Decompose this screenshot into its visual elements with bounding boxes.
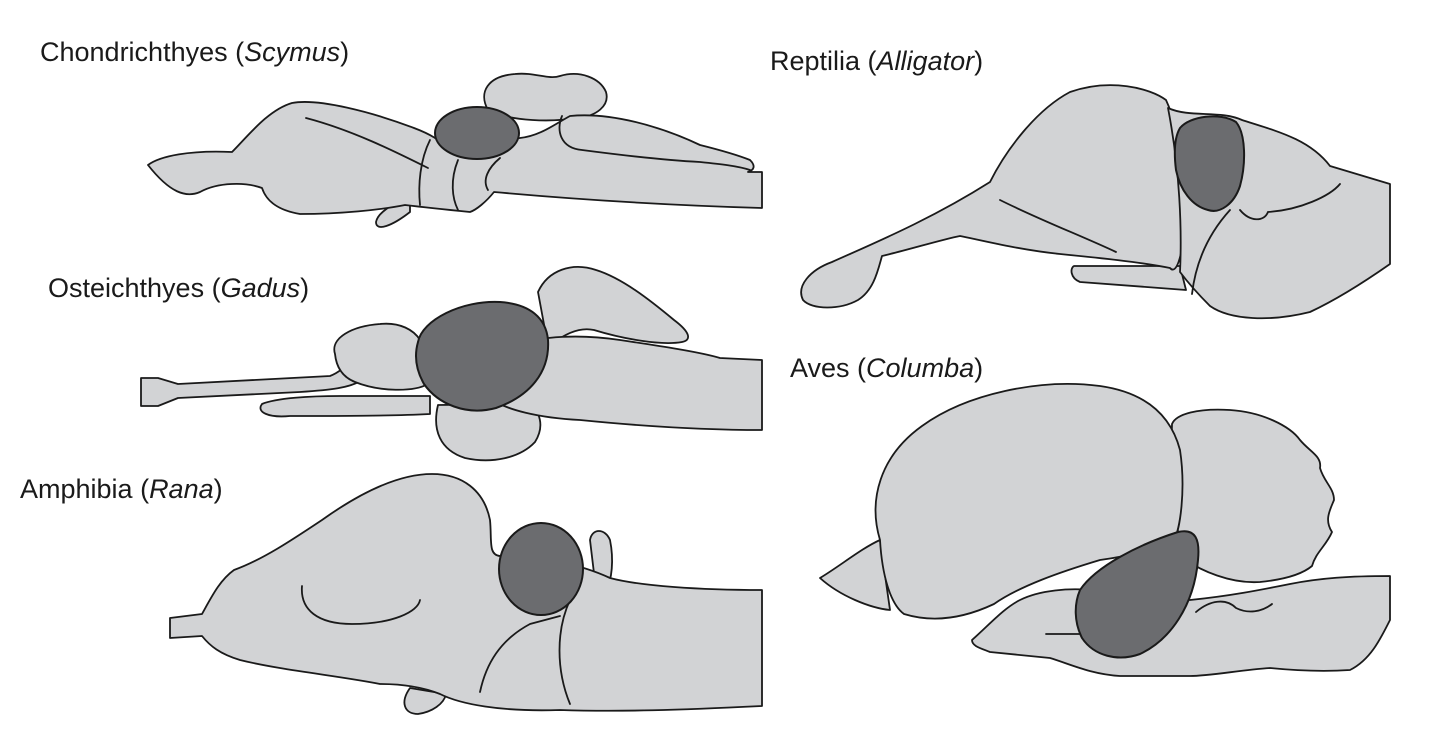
- ventral-tract: [259, 395, 431, 418]
- cerebellum: [537, 266, 689, 347]
- brainstem-outline: [1191, 183, 1341, 295]
- brain-columba: [819, 383, 1391, 677]
- brain-alligator: [800, 84, 1391, 320]
- brain-gadus: [140, 266, 763, 462]
- label-osteichthyes: Osteichthyes (Gadus): [48, 273, 309, 303]
- panel-amphibia: Amphibia (Rana): [20, 473, 763, 715]
- diencephalon-outline: [418, 139, 501, 211]
- olfactory-bulb: [819, 539, 891, 611]
- brainstem-outline: [1045, 600, 1273, 635]
- brain-body: [169, 473, 763, 712]
- medulla-outline: [558, 115, 751, 171]
- optic-tectum-columba: [1074, 530, 1200, 659]
- optic-tectum-gadus: [415, 300, 550, 412]
- hypophysis: [403, 687, 447, 715]
- inferior-lobe: [435, 403, 542, 462]
- cerebellum: [483, 72, 608, 122]
- cerebrum-outline: [301, 585, 421, 625]
- optic-tectum-rana: [498, 522, 584, 616]
- label-chondrichthyes: Chondrichthyes (Scymus): [40, 37, 349, 67]
- brain-rana: [169, 473, 763, 715]
- optic-tectum-scymus: [434, 106, 520, 160]
- label-aves: Aves (Columba): [790, 353, 983, 383]
- brain-scymus: [147, 72, 763, 228]
- medulla: [489, 335, 763, 431]
- panel-aves: Aves (Columba): [790, 353, 1391, 677]
- label-amphibia: Amphibia (Rana): [20, 474, 223, 504]
- panel-osteichthyes: Osteichthyes (Gadus): [48, 266, 763, 462]
- label-reptilia: Reptilia (Alligator): [770, 46, 983, 76]
- panel-chondrichthyes: Chondrichthyes (Scymus): [40, 37, 763, 228]
- cerebrum-outline: [305, 117, 429, 169]
- optic-tectum-alligator: [1173, 115, 1246, 212]
- olfactory-inner: [999, 199, 1117, 253]
- midbrain-outline: [479, 599, 571, 705]
- cerebrum: [874, 383, 1184, 620]
- panel-reptilia: Reptilia (Alligator): [770, 46, 1391, 320]
- ventral-lobe: [1070, 265, 1187, 291]
- brain-body: [147, 101, 763, 215]
